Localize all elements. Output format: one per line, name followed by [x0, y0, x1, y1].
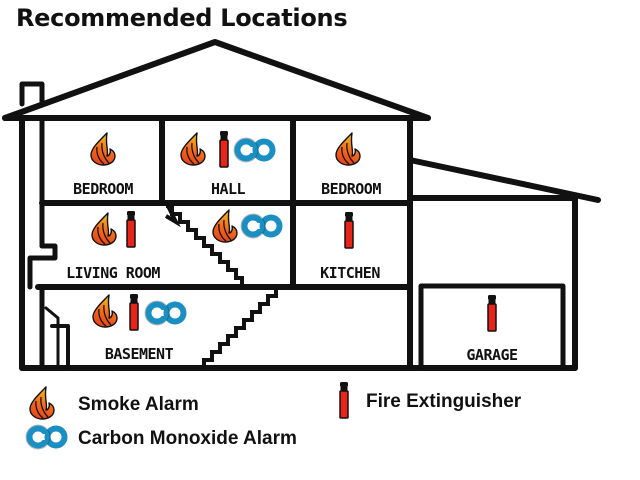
extinguisher-icon [129, 293, 139, 331]
legend-label-extinguisher: Fire Extinguisher [366, 391, 522, 412]
garage-roof [407, 157, 601, 203]
room-label-kitchen: KITCHEN [320, 264, 380, 282]
flame-icon [91, 212, 117, 246]
flame-icon [212, 209, 238, 243]
stairs-upper [164, 204, 244, 287]
extinguisher-icon [126, 210, 136, 248]
co-icon [241, 214, 280, 238]
co-icon [26, 425, 65, 449]
diagram-title: Recommended Locations [16, 4, 348, 32]
flame-icon [92, 294, 118, 328]
extinguisher-icon [487, 294, 497, 332]
room-label-living-room: LIVING ROOM [66, 264, 160, 282]
room-label-bedroom-left: BEDROOM [73, 180, 133, 198]
room-label-basement: BASEMENT [105, 345, 174, 363]
chimney [19, 81, 45, 107]
legend-label-co: Carbon Monoxide Alarm [78, 428, 297, 449]
extinguisher-icon [344, 211, 354, 249]
flame-icon [90, 132, 116, 166]
garage-door [418, 283, 566, 371]
co-icon [234, 138, 273, 162]
co-icon [145, 301, 184, 325]
legend-label-smoke: Smoke Alarm [78, 394, 199, 415]
room-label-garage: GARAGE [466, 346, 518, 364]
extinguisher-icon [219, 130, 229, 168]
legend: Smoke Alarm Carbon Monoxide Alarm Fire E… [26, 381, 522, 449]
flame-icon [335, 132, 361, 166]
stairs-lower [202, 287, 278, 368]
room-label-hall: HALL [211, 180, 246, 198]
flame-icon [180, 132, 206, 166]
flame-icon [29, 386, 55, 420]
extinguisher-icon [339, 381, 349, 419]
room-label-bedroom-right: BEDROOM [321, 180, 381, 198]
house-outline [2, 39, 601, 371]
main-roof [2, 39, 431, 121]
